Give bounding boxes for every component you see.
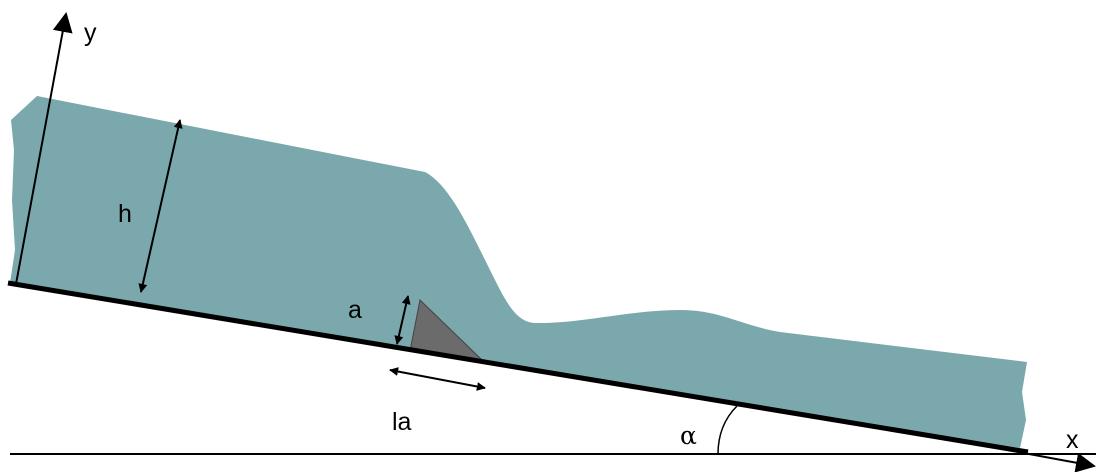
slope-angle-arc bbox=[717, 405, 738, 455]
depth-dimension-arrow bbox=[138, 119, 183, 293]
y-axis-label: y bbox=[84, 19, 97, 47]
y-axis-arrow bbox=[15, 12, 73, 285]
depth-label: h bbox=[118, 200, 132, 228]
fluid-layer bbox=[10, 96, 1027, 448]
x-axis-arrow bbox=[974, 443, 1096, 472]
obstacle-height-arrow bbox=[394, 295, 411, 345]
slope-angle-label: α bbox=[680, 421, 697, 450]
obstacle-length-arrow bbox=[389, 367, 486, 391]
x-axis-label: x bbox=[1066, 426, 1079, 454]
inclined-bed bbox=[7, 280, 1029, 455]
obstacle-length-label: la bbox=[392, 408, 412, 436]
obstacle-height-label: a bbox=[348, 296, 362, 324]
